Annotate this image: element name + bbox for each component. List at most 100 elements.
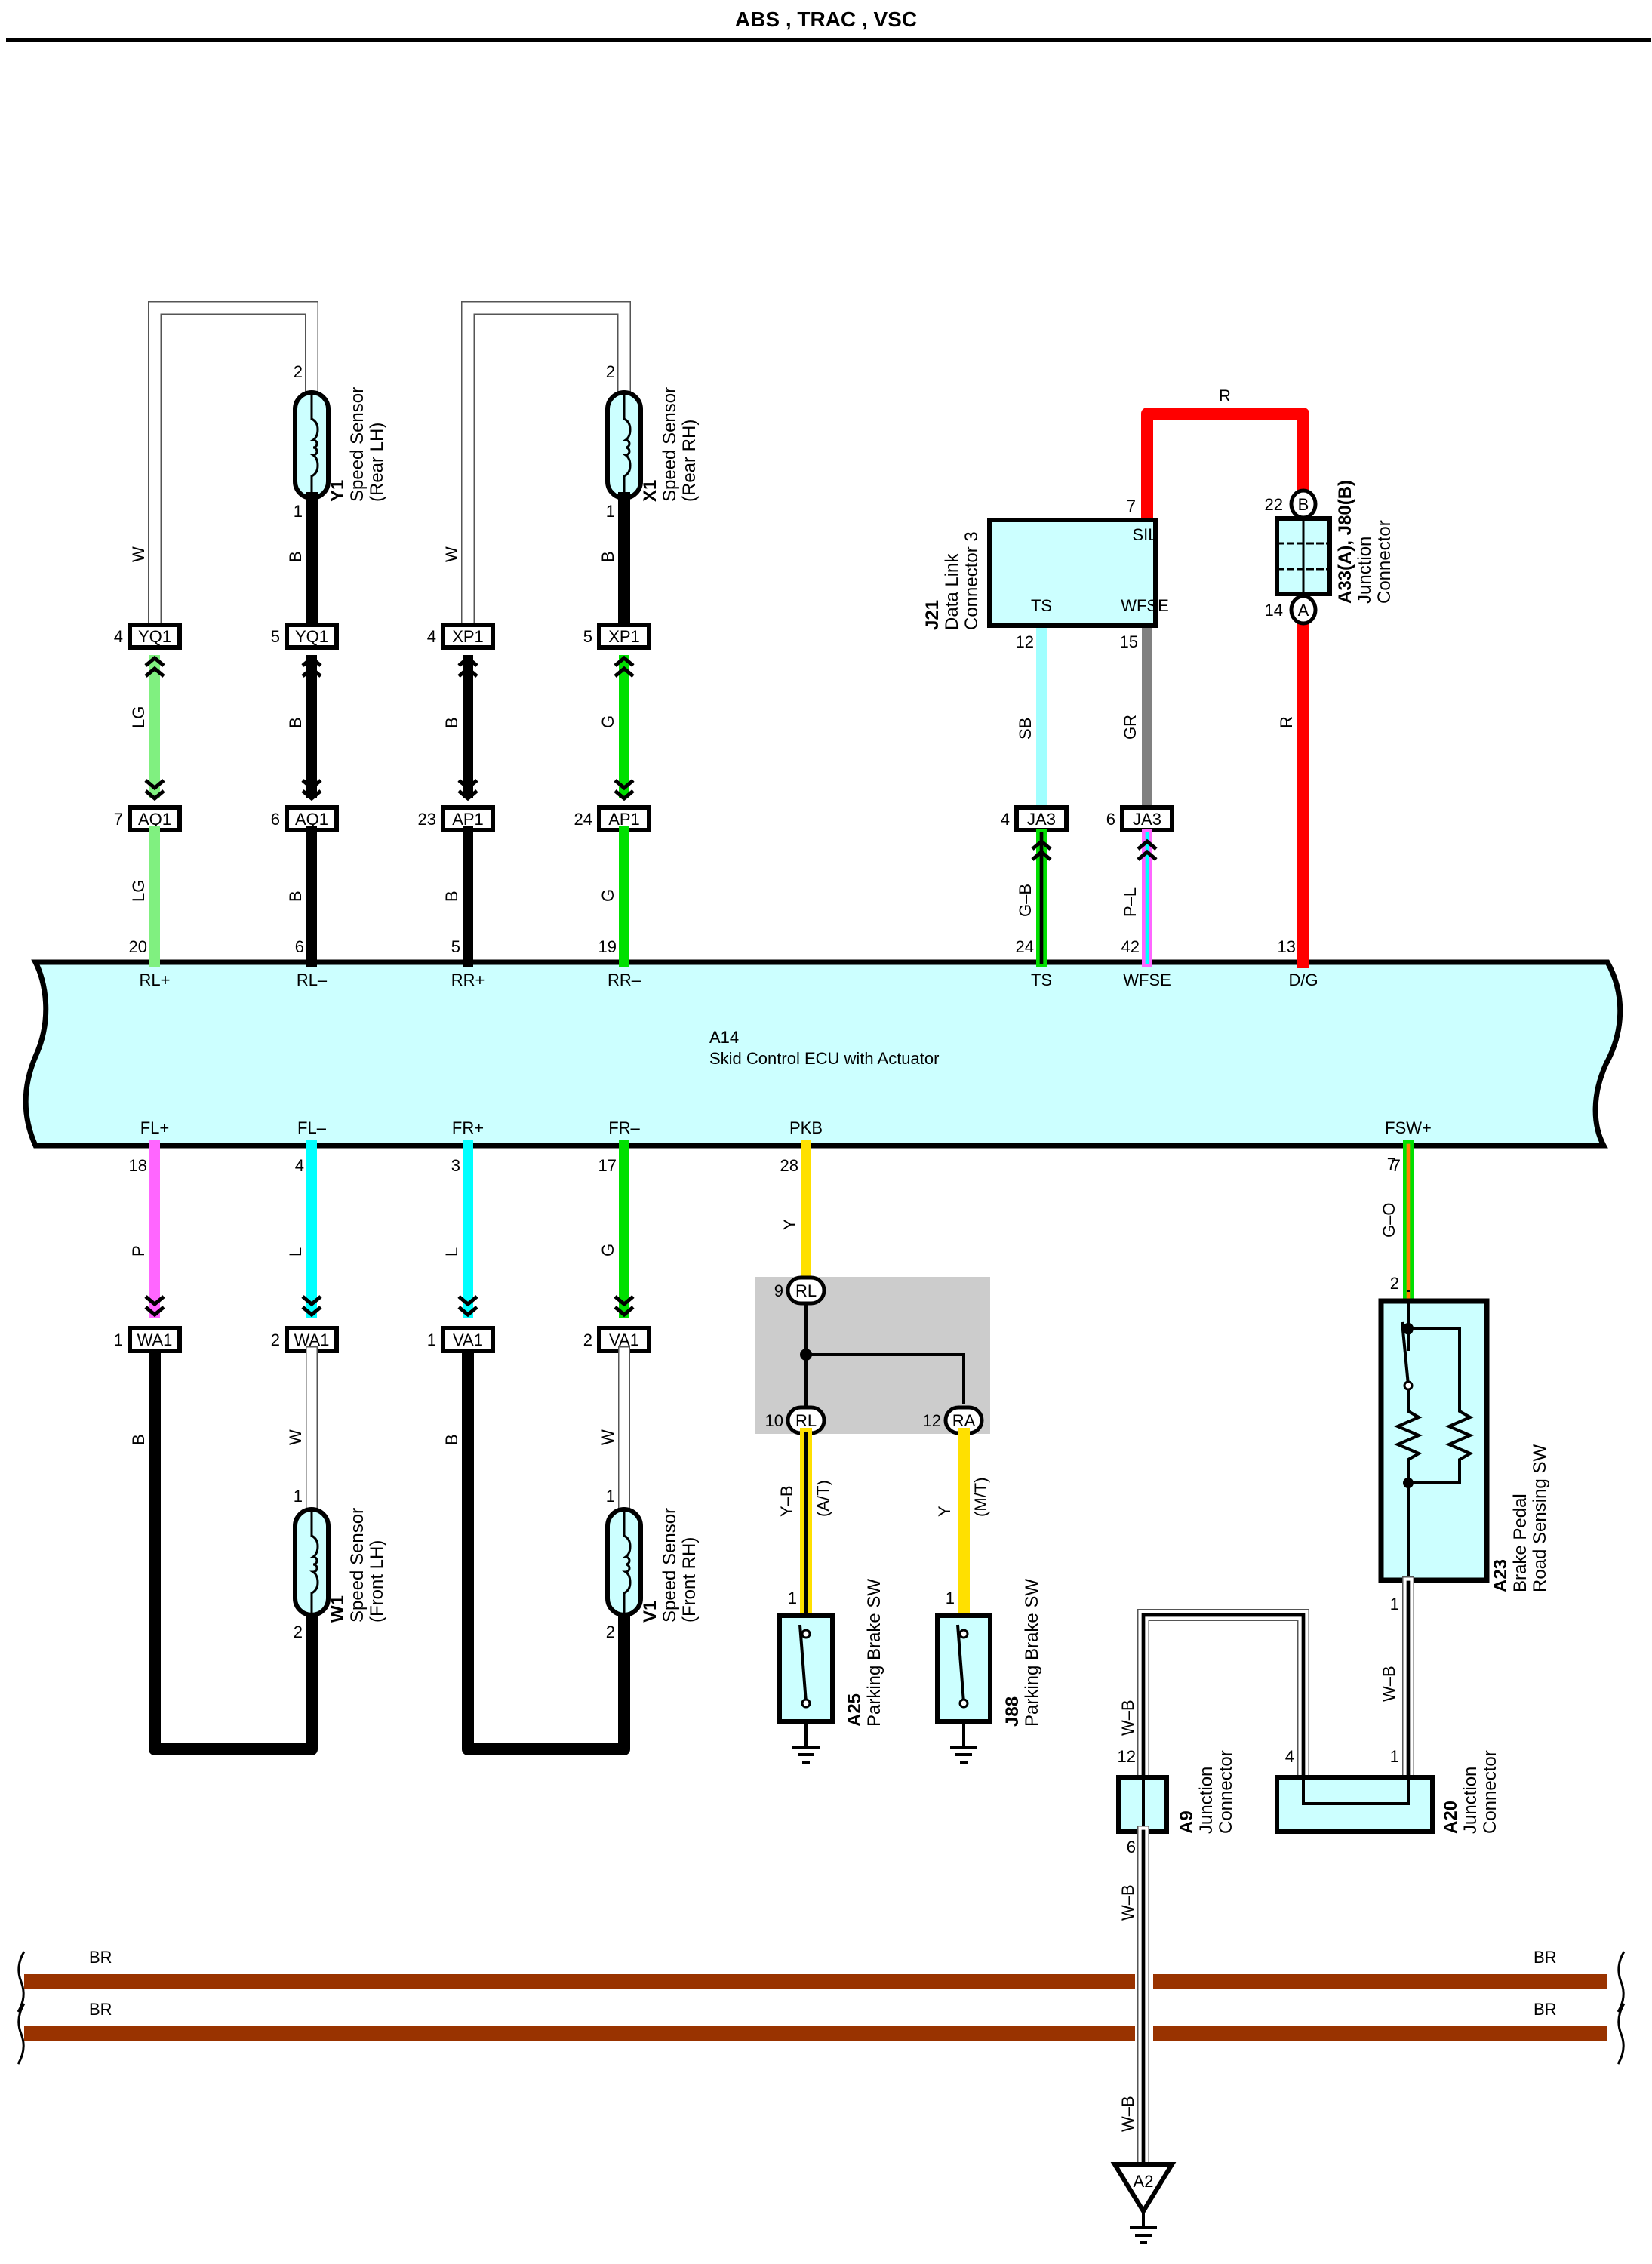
connector-code: VA1 [609,1330,639,1349]
switch-terminal [801,1629,811,1639]
wire-color-label: B [286,551,305,562]
ecu-terminal-label: RL– [297,971,328,989]
connector-box [597,623,651,650]
wire-color-label: B [598,551,617,562]
splice-dot [1403,1323,1414,1333]
speed-sensor-V1 [605,1507,643,1617]
wire-sensor-signal-Y1-outline [148,301,318,636]
switch-contact-icon [798,1624,808,1703]
connector-code: YQ1 [138,627,171,646]
break-mark-icon [1617,1951,1626,2013]
chevron-stroke [144,789,165,801]
component-name: Connector [1216,1750,1236,1834]
component-name: Brake Pedal [1510,1493,1530,1592]
connector-code: XP1 [452,627,484,646]
component-name: (Rear LH) [367,423,387,502]
switch-pin-number: 7 [1387,1155,1396,1174]
sensor-pin-number: 2 [294,362,303,381]
dlc-terminal-label: SIL [1132,525,1157,544]
component-id: A25 [844,1693,865,1727]
connector-code: AQ1 [138,810,171,829]
ecu-terminal-label: FR– [608,1118,640,1137]
connector-box [441,1326,495,1353]
connector-pin-number: 6 [1106,810,1115,829]
chevron-stroke [457,1295,478,1307]
ecu-terminal-label: FL– [297,1118,327,1137]
chevron-stroke [1137,849,1158,861]
chevron-stroke [614,779,635,791]
ground-point-id: A2 [1134,2172,1154,2191]
ecu-pin-number: 3 [451,1156,460,1175]
plug-chevron-icon [614,655,635,678]
coil-icon [622,392,632,498]
wire-color-label: W–B [1118,1884,1137,1921]
ecu-id: A14 [709,1028,739,1047]
wire-sensor-signal-Y1 [148,301,318,636]
ecu-terminal-label: RR– [608,971,641,989]
wire-color-label: Y [935,1506,954,1517]
component-name: Connector [1480,1750,1500,1834]
wire-color-label: G [598,1244,617,1257]
junction-pin-number: 1 [1390,1747,1399,1766]
wire-color-label: B [442,1434,461,1445]
chevron-stroke [614,1295,635,1307]
switch-terminal [1403,1380,1414,1391]
plug-chevron-icon [144,779,165,801]
transmission-note: (M/T) [971,1477,990,1517]
connector-code: AQ1 [295,810,328,829]
ground-icon [950,1746,977,1764]
switch-terminal [958,1629,969,1639]
junction-internal-bridge [1302,1777,1410,1805]
ecu-pin-number: 42 [1121,937,1140,956]
component-id: Y1 [328,480,348,502]
br-wire [1153,1974,1607,1989]
wire-color-label: SB [1016,718,1035,740]
sensor-pin-number: 2 [606,362,615,381]
wire-color-label: W–B [1118,1700,1137,1736]
component-name: Speed Sensor [347,1508,368,1623]
ground-icon [792,1746,820,1764]
wire-color-label: G–B [1016,884,1035,917]
component-id: A20 [1441,1801,1461,1834]
chevron-stroke [614,789,635,801]
ecu-pin-number: 28 [780,1156,798,1175]
dlc-pin-number: 12 [1016,632,1034,651]
wire-color-label-left: BR [89,2000,112,2019]
br-wire [1153,2026,1607,2041]
chevron-stroke [301,789,322,801]
wire-color-label: W [442,546,461,562]
chevron-stroke [301,779,322,791]
chevron-stroke [301,655,322,667]
component-name: Junction [1196,1767,1217,1834]
dlc-terminal-label: TS [1031,596,1052,615]
connector-code: VA1 [453,1330,483,1349]
component-name: (Front RH) [679,1537,700,1623]
sensor-pin-number: 2 [294,1623,303,1641]
wire-dlc-sil [1141,408,1309,519]
junction-terminal-in [786,1275,826,1306]
wire-color-label: L [286,1247,305,1257]
diagram-title: ABS , TRAC , VSC [734,8,918,31]
connector-box [1014,805,1069,832]
component-id: V1 [640,1601,660,1623]
connector-pin-number: 4 [114,627,123,646]
chevron-stroke [457,779,478,791]
title-rule [6,38,1651,42]
wire-sensor-signal-Y1-fill [149,302,318,636]
component-id: A33(A), J80(B) [1335,480,1355,604]
component-id: J88 [1002,1696,1023,1727]
wire-color-label: P–L [1121,887,1140,917]
connector-code: JA3 [1133,810,1161,829]
ecu-body [23,959,1623,1149]
ground-point-triangle [1110,2162,1177,2216]
connector-box [128,1326,182,1353]
plug-chevron-icon [144,1295,165,1318]
switch-pin-number: 1 [946,1589,955,1607]
component-id: J21 [922,600,943,630]
